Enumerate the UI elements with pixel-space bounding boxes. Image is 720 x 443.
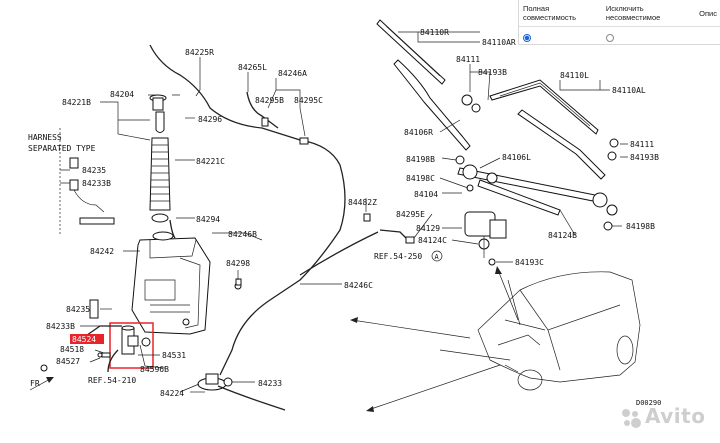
label-84193b-upper: 84193B (478, 68, 507, 77)
wiper-linkage (455, 155, 618, 231)
avito-logo-icon (622, 408, 641, 428)
label-84110ar: 84110AR (482, 38, 516, 47)
label-ref-54-210: REF.54-210 (88, 376, 136, 385)
full-compat-radio[interactable] (523, 33, 531, 42)
vehicle-outline (439, 271, 641, 391)
left-wiper-blade (489, 79, 599, 135)
label-84106l: 84106L (502, 153, 531, 162)
harness-inset (59, 128, 115, 235)
col-description: Опис (695, 0, 720, 27)
label-84221b: 84221B (62, 98, 91, 107)
label-84111-right: 84111 (630, 140, 654, 149)
washer-hoses (79, 44, 409, 411)
label-84124c: 84124C (418, 236, 447, 245)
col-full-compat: Полная совместимость (519, 0, 602, 27)
right-wiper-blade (376, 19, 446, 85)
label-84233b-inset: 84233B (82, 179, 111, 188)
col-exclude-incompat: Исключить несовместимое (601, 0, 696, 27)
wiper-motor (464, 211, 507, 266)
pump-grommet (89, 299, 99, 319)
label-84225r: 84225R (185, 48, 214, 57)
part-labels: 84225R 84265L 84246A 84221B 84204 84295B… (28, 28, 661, 407)
washer-pump (109, 322, 154, 369)
label-84198c: 84198C (406, 174, 435, 183)
label-84294: 84294 (196, 215, 220, 224)
label-84298: 84298 (226, 259, 250, 268)
label-84246b: 84246B (228, 230, 257, 239)
check-valve (261, 117, 269, 127)
washer-reservoir-tank (131, 231, 211, 335)
label-84124b: 84124B (548, 231, 577, 240)
harness-title-line1: HARNESS (28, 133, 62, 142)
exclude-incompat-radio[interactable] (605, 33, 614, 42)
label-84242: 84242 (90, 247, 114, 256)
label-84524: 84524 (72, 335, 96, 344)
left-wiper-arm (517, 109, 619, 180)
label-84296: 84296 (198, 115, 222, 124)
label-84110r: 84110R (420, 28, 449, 37)
label-84104: 84104 (414, 190, 438, 199)
label-fr: FR (30, 379, 40, 388)
label-84204: 84204 (110, 90, 134, 99)
clip-84482z (363, 213, 371, 222)
compatibility-table: Полная совместимость Исключить несовмест… (518, 0, 720, 45)
pump-highlight-box (109, 322, 154, 369)
label-84129: 84129 (416, 224, 440, 233)
label-ref-a: A (435, 253, 440, 261)
label-84193b-right: 84193B (630, 153, 659, 162)
label-84246c: 84246C (344, 281, 373, 290)
washer-pump-motor (179, 373, 227, 393)
label-84295b: 84295B (255, 96, 284, 105)
nozzle-connector (299, 137, 309, 145)
label-84198b-right: 84198B (626, 222, 655, 231)
label-84221c: 84221C (196, 157, 225, 166)
leader-lines (60, 31, 628, 393)
label-84106r: 84106R (404, 128, 433, 137)
label-84524-highlight (70, 334, 104, 344)
label-ref-54-250: REF.54-250 (374, 252, 422, 261)
label-84518: 84518 (60, 345, 84, 354)
avito-watermark-text: Avito (645, 404, 706, 428)
direction-arrows (29, 266, 519, 412)
connector-84295e (405, 236, 415, 244)
label-84233b: 84233B (46, 322, 75, 331)
label-84110al: 84110AL (612, 86, 646, 95)
label-84527: 84527 (56, 357, 80, 366)
description-cell (695, 27, 720, 48)
label-84235: 84235 (66, 305, 90, 314)
screw-front (40, 364, 48, 372)
label-84295c: 84295C (294, 96, 323, 105)
right-wiper-arm (393, 59, 481, 151)
label-84111-upper: 84111 (456, 55, 480, 64)
label-84531: 84531 (162, 351, 186, 360)
label-84233: 84233 (258, 379, 282, 388)
label-84265l: 84265L (238, 63, 267, 72)
label-84110l: 84110L (560, 71, 589, 80)
label-84246a: 84246A (278, 69, 307, 78)
screw-84527 (97, 352, 103, 358)
label-84596b: 84596B (140, 365, 169, 374)
label-84224: 84224 (160, 389, 184, 398)
label-diagram-code: D00290 (636, 399, 661, 407)
clip-84518 (101, 352, 111, 358)
avito-watermark: Avito (620, 404, 705, 429)
harness-title-line2: SEPARATED TYPE (28, 144, 96, 153)
label-84235-inset: 84235 (82, 166, 106, 175)
label-84482z: 84482Z (348, 198, 377, 207)
label-84193c: 84193C (515, 258, 544, 267)
washer-filler-neck (149, 94, 171, 223)
label-84295e: 84295E (396, 210, 425, 219)
label-84198b: 84198B (406, 155, 435, 164)
